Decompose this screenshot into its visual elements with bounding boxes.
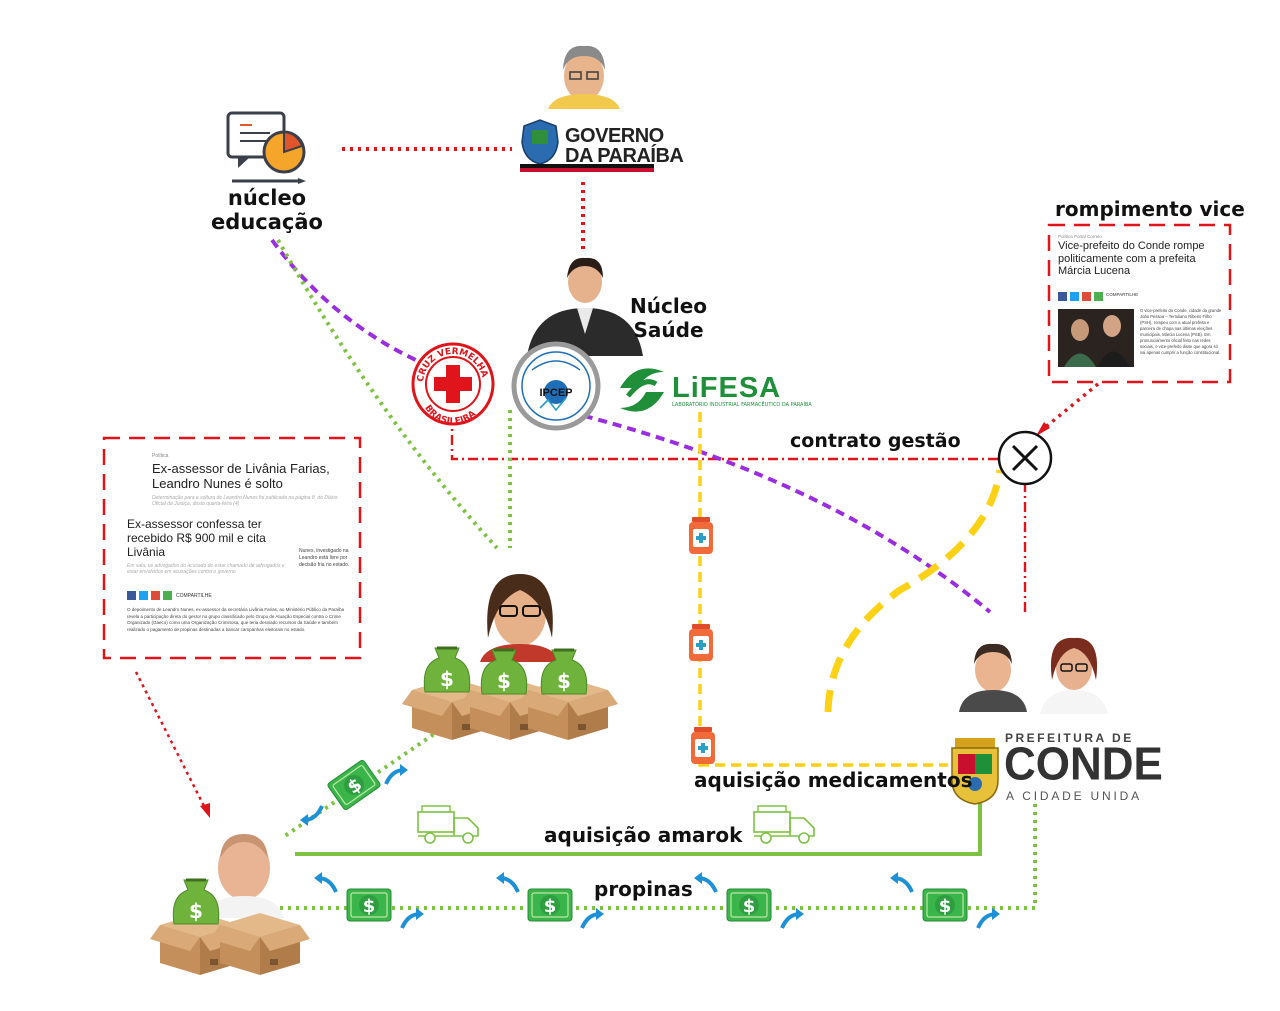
aquisicao-medicamentos-label: aquisição medicamentos [694,768,973,792]
conde-x-yellow-curve [824,469,1004,713]
transfer-arrow-icon [384,762,410,786]
truck-icon [417,805,479,844]
news-headline: Vice-prefeito do Conde rompe politicamen… [1058,240,1205,277]
news-subheadline: Determinação para a soltura de Leandro N… [152,495,338,507]
cruz-vermelha-logo: CRUZ VERMELHA BRASILEIRA [411,342,495,427]
rompimento-arrow [1040,382,1100,432]
lifesa-logo-emblem [620,368,664,412]
prefeitura-conde-top-text: PREFEITURA DE [1005,731,1134,745]
news-clip-right: Política Portal Correio Vice-prefeito do… [1054,232,1226,382]
propinas-label: propinas [594,877,693,901]
ipcep-logo: IPCEP [511,341,601,431]
rompimento-vice-label: rompimento vice [1055,197,1245,221]
transfer-arrow-icon [580,906,606,930]
contrato-gestao-line [450,415,1027,612]
livania-portrait [480,574,560,662]
lifesa-medicamentos-yellow-line [698,412,948,767]
money-transfer-icon [922,888,968,922]
amarok-line [295,800,982,856]
nucleo-educacao-label: núcleo educação [211,186,323,234]
nucleo-saude-label: Núcleo Saúde [630,294,707,342]
news-headline: Ex-assessor de Livânia Farias, Leandro N… [152,461,330,491]
medicine-bottle-icon [689,725,717,766]
lifesa-logo-text: LiFESA [672,372,782,404]
google-plus-icon [1082,292,1091,301]
education-report-icon [226,111,306,184]
google-plus-icon [151,591,160,600]
vice-prefeito-portrait [959,643,1027,712]
transfer-arrow-icon [888,870,914,894]
news-headline-2: Ex-assessor confessa ter recebido R$ 900… [127,517,266,559]
nucleo-saude-portrait [527,257,643,356]
lifesa-logo-subtext: LABORATÓRIO INDUSTRIAL FARMACÊUTICO DA P… [672,402,812,408]
twitter-icon [139,591,148,600]
contract-break-x [997,430,1053,486]
edu-conde-purple-line [270,238,421,364]
rompimento-arrowhead [1036,422,1050,436]
conde-crest [951,738,999,805]
leandro-portrait [204,834,284,918]
news-clip-right-border [1047,223,1232,384]
saude-conde-purple-line [539,403,992,614]
news-share-label: COMPARTILHE [176,593,212,599]
governo-paraiba-logo-text: GOVERNO DA PARAÍBA [565,125,684,167]
news-share-label: COMPARTILHE [1106,292,1139,297]
news-right-photo [1058,309,1134,367]
news-to-leandro-arrowhead [200,803,210,818]
aquisicao-amarok-label: aquisição amarok [544,823,743,847]
money-transfer-icon [326,758,382,812]
news-side-text: Nunes, investigado na Leandro está livre… [299,548,350,568]
news-category: Política [152,453,169,459]
twitter-icon [1070,292,1079,301]
transfer-arrow-icon [312,870,338,894]
whatsapp-icon [1094,292,1103,301]
news-subheadline-2: Em sala, os advogados do acusado de esta… [127,563,285,575]
money-transfer-icon [346,888,392,922]
money-transfer-icon [726,888,772,922]
ipcep-text: IPCEP [539,387,572,399]
medicine-bottle-icon [687,622,715,663]
truck-icon [753,805,815,844]
transfer-arrow-icon [400,906,426,930]
medicine-bottle-icon [687,515,715,556]
facebook-icon [1058,292,1067,301]
transfer-arrow-icon [692,870,718,894]
news-category: Política Portal Correio [1058,234,1102,239]
transfer-arrow-icon [298,804,324,828]
whatsapp-icon [163,591,172,600]
news-body: O depoimento de Leandro Nunes, ex-assess… [127,607,345,632]
governo-paraiba-logo-emblem [520,119,654,172]
prefeitura-conde-slogan: A CIDADE UNIDA [1006,789,1142,803]
news-clip-left-border [102,436,362,660]
prefeitura-conde-main-text: CONDE [1004,738,1163,791]
transfer-arrow-icon [976,906,1002,930]
transfer-arrow-icon [494,870,520,894]
news-body: O vice-prefeito do Conde, cidade da gran… [1140,308,1222,355]
facebook-icon [127,591,136,600]
money-transfer-icon [527,888,573,922]
money-boxes-livania [402,646,618,740]
contrato-gestao-label: contrato gestão [790,430,961,452]
governor-portrait [548,45,620,109]
news-clip-left: Política Ex-assessor de Livânia Farias, … [110,445,356,655]
prefeita-portrait [1040,637,1108,714]
transfer-arrow-icon [780,906,806,930]
propinas-green-line [280,802,1037,910]
news-to-leandro-arrow [134,671,207,809]
